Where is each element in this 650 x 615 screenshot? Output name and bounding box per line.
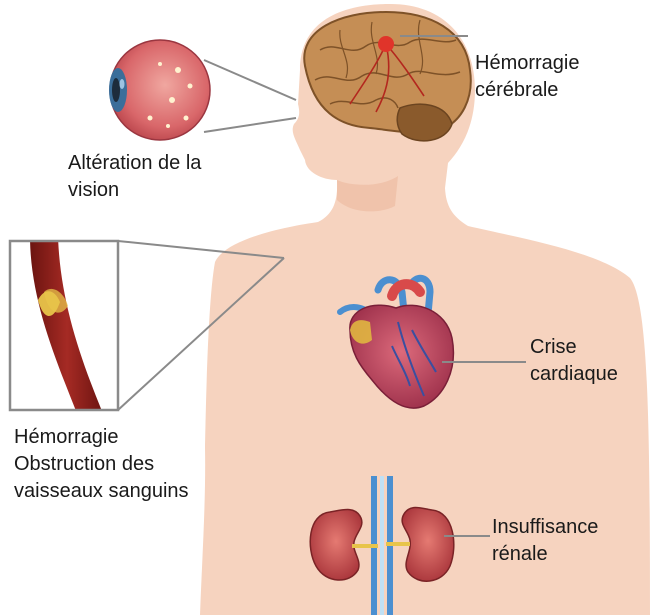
vessels-label-line3: vaisseaux sanguins xyxy=(14,478,189,505)
vision-label-line1: Altération de la xyxy=(68,150,201,177)
vision-label: Altération de la vision xyxy=(68,150,201,204)
heart-label-line1: Crise xyxy=(530,334,618,361)
eye-illustration xyxy=(109,40,210,140)
kidney-label-line1: Insuffisance xyxy=(492,514,598,541)
vision-label-line2: vision xyxy=(68,177,201,204)
hemorrhage-spot xyxy=(378,36,394,52)
eye-leader-line-lower xyxy=(204,118,296,132)
eye-leader-line-upper xyxy=(204,60,296,100)
vessel-inset xyxy=(10,236,118,416)
brain-label-line1: Hémorragie xyxy=(475,50,579,77)
kidney-label: Insuffisance rénale xyxy=(492,514,598,568)
brain-label: Hémorragie cérébrale xyxy=(475,50,579,104)
vessels-label-line2: Obstruction des xyxy=(14,451,189,478)
vessels-label-line1: Hémorragie xyxy=(14,424,189,451)
kidney-label-line2: rénale xyxy=(492,541,598,568)
heart-label-line2: cardiaque xyxy=(530,361,618,388)
vessels-label: Hémorragie Obstruction des vaisseaux san… xyxy=(14,424,189,505)
brain-label-line2: cérébrale xyxy=(475,77,579,104)
heart-label: Crise cardiaque xyxy=(530,334,618,388)
